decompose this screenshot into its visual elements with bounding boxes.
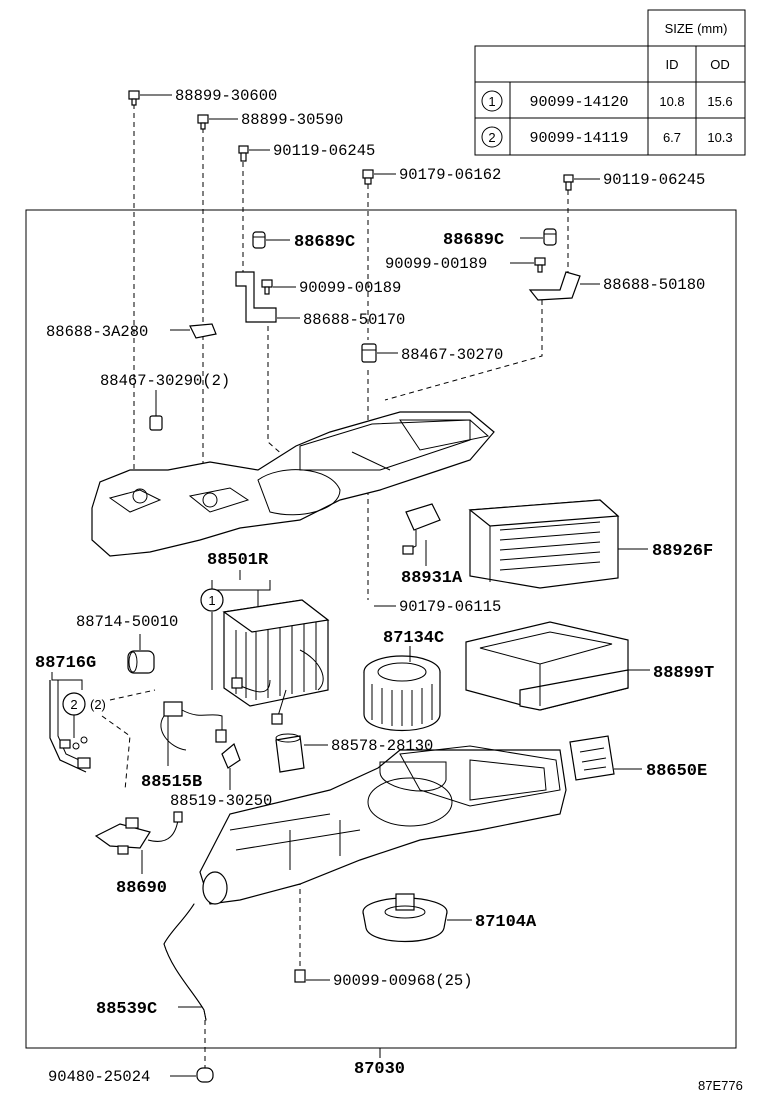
label-90179-06162: 90179-06162	[399, 166, 501, 184]
screw-90099-00968	[294, 969, 306, 983]
hose-88716g	[49, 680, 91, 773]
label-88467-30270: 88467-30270	[401, 346, 503, 364]
filter-88926f	[468, 499, 620, 589]
sensor-88931a	[402, 503, 441, 555]
valve-88515b	[160, 701, 227, 751]
screw-90099-00189-right	[534, 257, 546, 273]
size-row-2-part: 90099-14119	[529, 130, 628, 147]
label-87134c: 87134C	[383, 629, 444, 648]
label-88716g: 88716G	[35, 654, 96, 673]
label-90179-06115: 90179-06115	[399, 598, 501, 616]
label-90119-06245-right: 90119-06245	[603, 171, 705, 189]
label-88688-50180: 88688-50180	[603, 276, 705, 294]
upper-unit-case	[91, 411, 495, 557]
blower-fan-87134c	[363, 655, 441, 731]
clip-90179-06162	[362, 169, 374, 185]
label-90480-25024: 90480-25024	[48, 1068, 150, 1086]
label-90099-00189-left: 90099-00189	[299, 279, 401, 297]
bolt-90119-06245-left	[238, 145, 249, 162]
label-88690: 88690	[116, 879, 167, 898]
label-qty-2: (2)	[90, 697, 106, 712]
resistor-88650e	[569, 735, 615, 781]
label-87104a: 87104A	[475, 913, 537, 932]
blower-motor-87104a	[362, 893, 448, 942]
label-88899-30590: 88899-30590	[241, 111, 343, 129]
part-labels: 88899-30600 88899-30590 90119-06245 9017…	[35, 87, 743, 1093]
label-88688-50170: 88688-50170	[303, 311, 405, 329]
label-88650e: 88650E	[646, 762, 707, 781]
screw-90099-00189-left	[261, 279, 273, 295]
size-row-1-mark: 1	[488, 94, 495, 109]
diagram-ref-code: 87E776	[698, 1078, 743, 1093]
size-row-1-id: 10.8	[659, 94, 684, 109]
label-88515b: 88515B	[141, 773, 202, 792]
size-table: SIZE (mm) ID OD 1 90099-14120 10.8 15.6 …	[474, 9, 746, 156]
label-87030: 87030	[354, 1060, 405, 1079]
label-88688-3a280: 88688-3A280	[46, 323, 148, 341]
size-row-2-id: 6.7	[663, 130, 681, 145]
label-88519-30250: 88519-30250	[170, 792, 272, 810]
label-90099-00968: 90099-00968(25)	[333, 972, 473, 990]
assembly-frame	[25, 209, 737, 1049]
cap-88689c-right	[543, 228, 557, 246]
drain-hose-88539c	[163, 903, 207, 1021]
tray-88899t	[465, 621, 629, 711]
label-88714-50010: 88714-50010	[76, 613, 178, 631]
alignment-lines	[101, 104, 569, 1068]
lower-unit-case	[199, 745, 567, 905]
cap-90480-25024	[196, 1067, 214, 1083]
size-row-1-part: 90099-14120	[529, 94, 628, 111]
bracket-88688-50180	[528, 271, 581, 301]
leader-lines	[51, 94, 650, 1077]
screw-88899-30600	[128, 90, 140, 106]
label-88931a: 88931A	[401, 569, 463, 588]
label-88539c: 88539C	[96, 1000, 157, 1019]
marker-2: 2	[62, 692, 86, 716]
bolt-90119-06245-right	[563, 174, 574, 191]
clip-88688-3a280	[189, 323, 217, 339]
label-88926f: 88926F	[652, 542, 713, 561]
pipe-88519-30250	[221, 742, 241, 769]
label-88689c-right: 88689C	[443, 231, 504, 250]
size-table-header: SIZE (mm)	[665, 21, 728, 36]
label-88899t: 88899T	[653, 664, 714, 683]
insulator-88714-50010	[127, 650, 155, 674]
label-90119-06245-left: 90119-06245	[273, 142, 375, 160]
size-row-1-od: 15.6	[707, 94, 732, 109]
size-table-col-id: ID	[666, 57, 679, 72]
size-row-2-mark: 2	[488, 130, 495, 145]
size-table-col-od: OD	[710, 57, 730, 72]
damper-88467-30290	[149, 415, 163, 431]
screw-88899-30590	[197, 114, 209, 130]
marker-1-label: 1	[208, 593, 215, 608]
seal-88578-28130	[275, 733, 305, 773]
bracket-88688-50170	[235, 271, 277, 323]
marker-1: 1	[200, 588, 224, 612]
label-88689c-left: 88689C	[294, 233, 355, 252]
label-88899-30600: 88899-30600	[175, 87, 277, 105]
evaporator-88501r	[222, 599, 330, 725]
label-88501r: 88501R	[207, 551, 269, 570]
size-row-2-od: 10.3	[707, 130, 732, 145]
marker-2-label: 2	[70, 697, 77, 712]
label-88578-28130: 88578-28130	[331, 737, 433, 755]
label-90099-00189-right: 90099-00189	[385, 255, 487, 273]
damper-88467-30270	[361, 343, 377, 363]
cap-88689c-left	[252, 231, 266, 249]
label-88467-30290: 88467-30290(2)	[100, 372, 230, 390]
harness-88690	[94, 811, 183, 855]
